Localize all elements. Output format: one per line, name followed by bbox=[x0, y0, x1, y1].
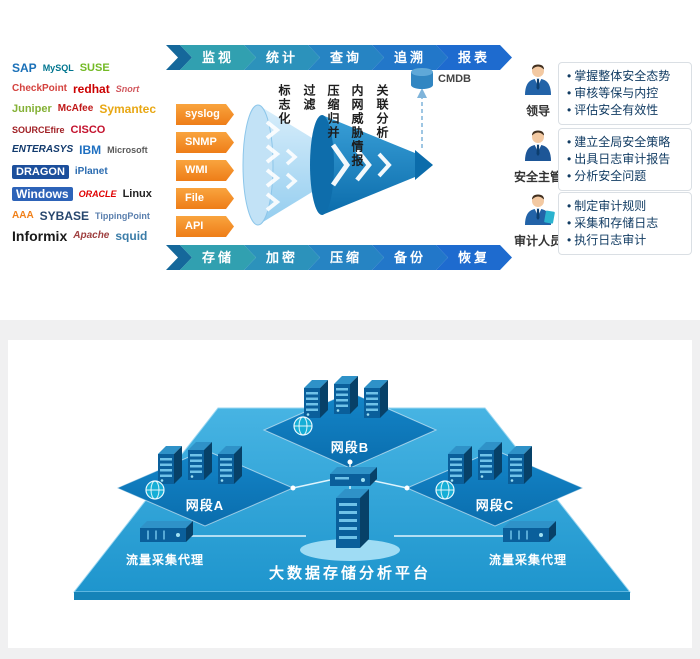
vendor-logo: McAfee bbox=[57, 103, 94, 114]
link-node-dots bbox=[290, 459, 410, 491]
agent-right-label: 流量采集代理 bbox=[489, 552, 567, 567]
protocol-tag-snmp: SNMP bbox=[176, 132, 234, 153]
flow-step-backup: 备份 bbox=[372, 245, 448, 270]
segment-c-label: 网段C bbox=[476, 498, 514, 513]
vendor-logo: IBM bbox=[79, 143, 102, 157]
security-director-person-icon bbox=[525, 130, 551, 161]
log-source-vendor-cloud: SAP MySQL SUSE CheckPoint redhat Snort J… bbox=[12, 62, 170, 242]
flow-step-monitor: 监视 bbox=[180, 45, 256, 70]
persona-security-director: 安全主管 bbox=[514, 128, 562, 185]
stage-threat-intel: 内网威胁情报 bbox=[350, 84, 364, 168]
security-director-point: 出具日志审计报告 bbox=[567, 151, 685, 168]
platform-title: 大数据存储分析平台 bbox=[269, 564, 431, 582]
flow-step-encrypt: 加密 bbox=[244, 245, 320, 270]
auditor-person-icon bbox=[525, 194, 555, 225]
storage-server-icon bbox=[336, 489, 369, 548]
agent-left-icon bbox=[139, 520, 194, 543]
vendor-logo: SYBASE bbox=[39, 208, 90, 223]
log-audit-architecture-panel: 监视 统计 查询 追溯 报表 SAP MySQL SUSE CheckPoint… bbox=[0, 0, 700, 320]
vendor-logo: CISCO bbox=[70, 123, 106, 136]
vendor-logo: SUSE bbox=[79, 62, 110, 74]
agent-right-icon bbox=[502, 520, 557, 543]
agent-left-label: 流量采集代理 bbox=[126, 552, 204, 567]
vendor-logo: Informix bbox=[12, 228, 68, 242]
persona-security-director-label: 安全主管 bbox=[514, 170, 563, 184]
segment-a-label: 网段A bbox=[186, 498, 224, 513]
vendor-logo: Symantec bbox=[99, 102, 157, 116]
vendor-logo: CheckPoint bbox=[12, 82, 68, 94]
leader-point: 评估安全有效性 bbox=[567, 102, 685, 119]
stage-filter: 过滤 bbox=[302, 84, 316, 112]
vendor-logo: ENTERASYS bbox=[12, 144, 74, 155]
intake-arrows-icon bbox=[265, 120, 298, 212]
big-data-platform-panel: 网段B 网段A 网段C 流量采集代理 流量采集代理 大数据存储分析平台 bbox=[8, 340, 692, 648]
stage-normalization: 标志化 bbox=[277, 84, 291, 126]
leader-point: 审核等保与内控 bbox=[567, 85, 685, 102]
protocol-tag-api: API bbox=[176, 216, 234, 237]
persona-auditor: 审计人员 bbox=[514, 192, 562, 249]
flow-step-report: 报表 bbox=[436, 45, 512, 70]
network-topology-diagram: 网段B 网段A 网段C 流量采集代理 流量采集代理 大数据存储分析平台 bbox=[72, 376, 632, 600]
vendor-logo: redhat bbox=[73, 81, 110, 96]
top-process-flow: 监视 统计 查询 追溯 报表 bbox=[166, 45, 512, 70]
storage-process-flow: 存储 加密 压缩 备份 恢复 bbox=[166, 245, 512, 270]
platform-plane-edge bbox=[74, 592, 630, 600]
flow-step-restore: 恢复 bbox=[436, 245, 512, 270]
cmdb-link-arrow-icon bbox=[417, 88, 427, 98]
leader-points: 掌握整体安全态势 审核等保与内控 评估安全有效性 bbox=[558, 62, 692, 125]
intake-cone bbox=[258, 105, 322, 225]
analysis-arrows-icon bbox=[330, 143, 392, 187]
vendor-logo: Microsoft bbox=[107, 145, 148, 155]
flow-step-store: 存储 bbox=[180, 245, 256, 270]
leader-point: 掌握整体安全态势 bbox=[567, 68, 685, 85]
vendor-logo: SOURCEfire bbox=[12, 124, 65, 135]
stage-correlation: 关联分析 bbox=[375, 84, 389, 140]
flow-step-trace: 追溯 bbox=[372, 45, 448, 70]
protocol-tag-wmi: WMI bbox=[176, 160, 234, 181]
segment-b-label: 网段B bbox=[331, 440, 369, 455]
auditor-point: 执行日志审计 bbox=[567, 232, 685, 249]
security-director-point: 建立全局安全策略 bbox=[567, 134, 685, 151]
auditor-point: 采集和存储日志 bbox=[567, 215, 685, 232]
auditor-points: 制定审计规则 采集和存储日志 执行日志审计 bbox=[558, 192, 692, 255]
analysis-cone-mouth bbox=[310, 115, 334, 215]
vendor-logo: Juniper bbox=[12, 103, 52, 115]
storage-base-icon bbox=[300, 539, 400, 561]
vendor-logo: Windows bbox=[12, 187, 73, 201]
vendor-logo: Apache bbox=[73, 230, 110, 241]
persona-leader: 领导 bbox=[514, 62, 562, 119]
vendor-logo: MySQL bbox=[42, 63, 74, 73]
flow-step-statistics: 统计 bbox=[244, 45, 320, 70]
flow-step-compress: 压缩 bbox=[308, 245, 384, 270]
log-processing-funnel: CMDB bbox=[242, 68, 471, 226]
vendor-logo: SAP bbox=[12, 62, 37, 75]
cmdb-label: CMDB bbox=[438, 73, 471, 85]
vendor-logo: Snort bbox=[115, 83, 140, 94]
core-switch-icon bbox=[330, 467, 377, 486]
vendor-logo: Linux bbox=[122, 188, 152, 200]
leader-person-icon bbox=[525, 64, 551, 95]
intake-cone-mouth bbox=[242, 104, 274, 226]
cmdb-database-icon bbox=[411, 68, 433, 89]
protocol-tag-syslog: syslog bbox=[176, 104, 234, 125]
vendor-logo: DRAGON bbox=[12, 164, 69, 179]
security-director-point: 分析安全问题 bbox=[567, 168, 685, 185]
vendor-logo: ORACLE bbox=[78, 189, 117, 199]
security-director-points: 建立全局安全策略 出具日志审计报告 分析安全问题 bbox=[558, 128, 692, 191]
stage-compress-merge: 压缩归并 bbox=[326, 84, 340, 140]
persona-auditor-label: 审计人员 bbox=[514, 234, 563, 248]
flow-step-query: 查询 bbox=[308, 45, 384, 70]
auditor-point: 制定审计规则 bbox=[567, 198, 685, 215]
vendor-logo: iPlanet bbox=[74, 165, 108, 177]
protocol-tag-file: File bbox=[176, 188, 234, 209]
vendor-logo: AAA bbox=[12, 209, 34, 221]
vendor-logo: squid bbox=[115, 229, 148, 242]
analysis-cone-tip-icon bbox=[415, 150, 433, 180]
persona-leader-label: 领导 bbox=[525, 104, 550, 118]
vendor-logo: TippingPoint bbox=[95, 210, 150, 221]
